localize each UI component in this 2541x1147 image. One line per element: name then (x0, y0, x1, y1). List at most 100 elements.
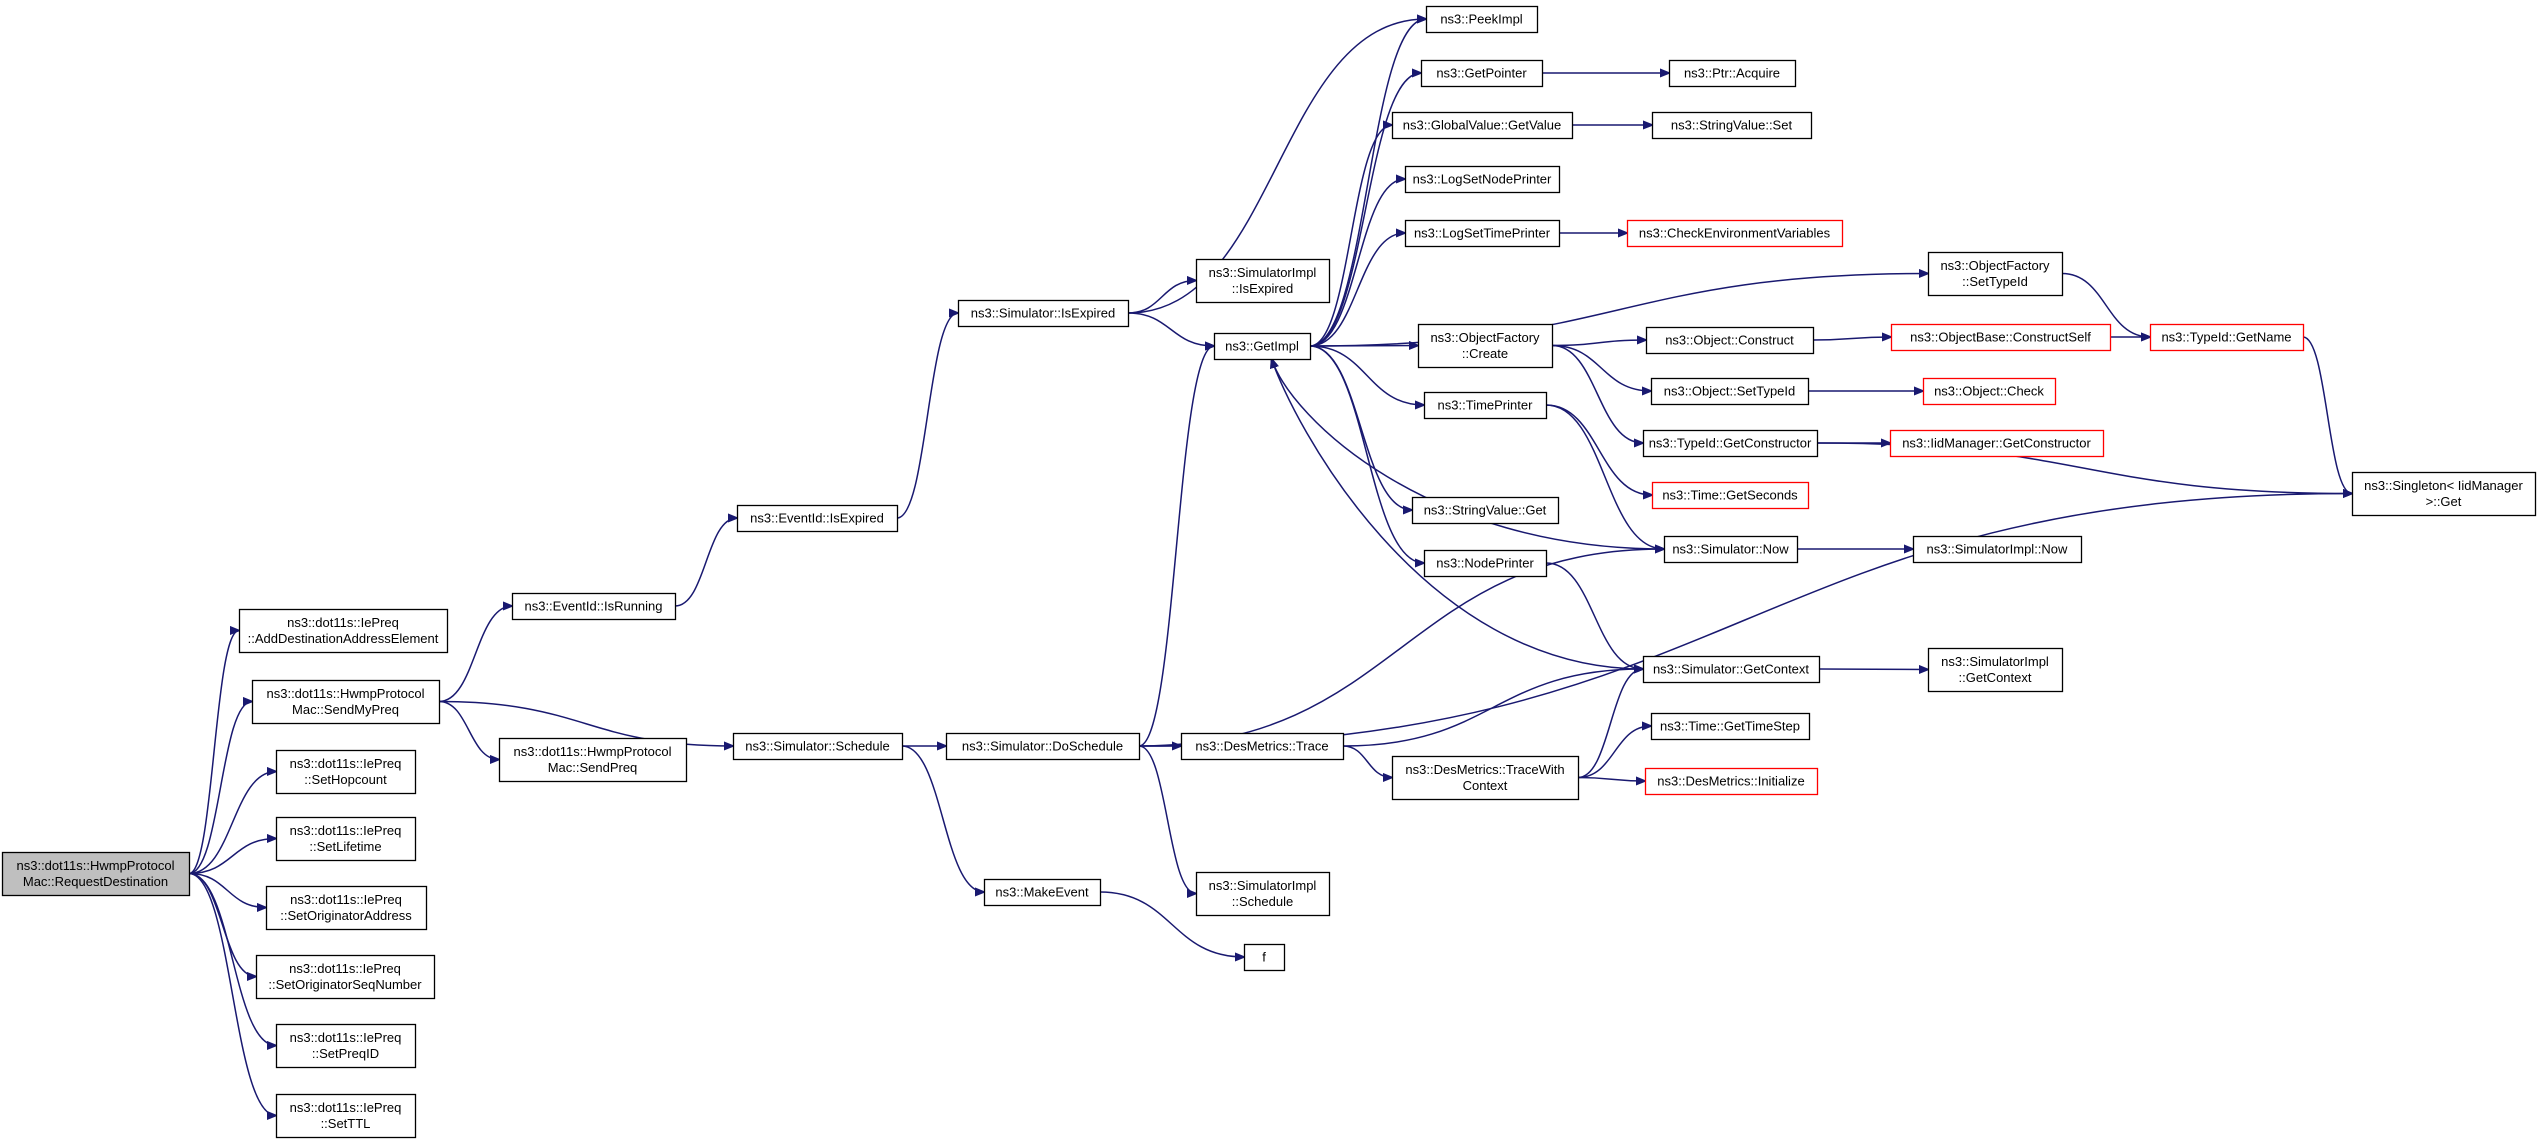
node-node-printer[interactable]: ns3::NodePrinter (1423, 549, 1548, 578)
node-box (1423, 391, 1548, 420)
node-set-hopcount[interactable]: ns3::dot11s::IePreq::SetHopcount (275, 749, 417, 795)
node-des-initialize[interactable]: ns3::DesMetrics::Initialize (1644, 767, 1819, 796)
node-sim-impl-is-expired[interactable]: ns3::SimulatorImpl::IsExpired (1195, 258, 1331, 304)
node-string-value-get[interactable]: ns3::StringValue::Get (1411, 496, 1560, 525)
node-label: ns3::SimulatorImpl::Now (1927, 542, 2068, 557)
node-label: ns3::ObjectFactory (1940, 258, 2050, 273)
node-box (255, 954, 436, 1000)
node-ptr-acquire[interactable]: ns3::Ptr::Acquire (1668, 59, 1797, 88)
node-iid-get-constructor[interactable]: ns3::IidManager::GetConstructor (1889, 429, 2105, 458)
node-time-get-time-step[interactable]: ns3::Time::GetTimeStep (1650, 712, 1811, 741)
edge-obj-factory-create-to-object-construct (1551, 340, 1646, 347)
node-label: ns3::GetImpl (1225, 339, 1299, 354)
node-is-running[interactable]: ns3::EventId::IsRunning (511, 592, 677, 621)
node-label: ns3::EventId::IsExpired (750, 511, 884, 526)
node-log-set-time-printer[interactable]: ns3::LogSetTimePrinter (1404, 219, 1561, 248)
node-label: ns3::ObjectBase::ConstructSelf (1910, 330, 2091, 345)
edge-trace-with-context-to-sim-get-context (1577, 669, 1643, 779)
edge-time-printer-to-time-get-seconds (1545, 404, 1652, 495)
node-label: ::Create (1462, 346, 1508, 361)
node-box (275, 816, 417, 862)
node-object-construct[interactable]: ns3::Object::Construct (1645, 326, 1815, 355)
node-box (1642, 429, 1819, 458)
edge-root-to-add-dest (188, 631, 239, 875)
edge-root-to-send-my-preq (188, 702, 252, 875)
node-add-dest[interactable]: ns3::dot11s::IePreq::AddDestinationAddre… (238, 608, 449, 654)
edge-do-schedule-to-sim-impl-schedule (1138, 745, 1196, 894)
node-event-is-expired[interactable]: ns3::EventId::IsExpired (736, 504, 899, 533)
node-label: ns3::Simulator::DoSchedule (962, 739, 1123, 754)
node-sim-now[interactable]: ns3::Simulator::Now (1663, 535, 1799, 564)
edge-des-trace-to-trace-with-context (1342, 745, 1392, 778)
node-set-orig-seq[interactable]: ns3::dot11s::IePreq::SetOriginatorSeqNum… (255, 954, 436, 1000)
node-sim-get-context[interactable]: ns3::Simulator::GetContext (1642, 655, 1821, 684)
node-label: ns3::Time::GetTimeStep (1660, 719, 1800, 734)
node-time-printer[interactable]: ns3::TimePrinter (1423, 391, 1548, 420)
node-string-value-set[interactable]: ns3::StringValue::Set (1651, 111, 1813, 140)
edge-get-impl-to-time-printer (1309, 345, 1424, 405)
node-do-schedule[interactable]: ns3::Simulator::DoSchedule (945, 732, 1141, 761)
node-label: ns3::Simulator::GetContext (1653, 662, 1809, 677)
node-label: ns3::Ptr::Acquire (1684, 66, 1780, 81)
node-sim-impl-schedule[interactable]: ns3::SimulatorImpl::Schedule (1195, 871, 1331, 917)
node-obj-factory-create[interactable]: ns3::ObjectFactory::Create (1417, 323, 1554, 369)
node-box (275, 1093, 417, 1139)
node-object-check[interactable]: ns3::Object::Check (1922, 377, 2057, 406)
node-label: ns3::dot11s::IePreq (290, 1100, 402, 1115)
node-box (251, 679, 441, 725)
edge-get-impl-to-node-printer (1309, 345, 1424, 563)
node-construct-self[interactable]: ns3::ObjectBase::ConstructSelf (1890, 323, 2112, 352)
node-label: ::Schedule (1232, 894, 1293, 909)
node-obj-factory-set-type-id[interactable]: ns3::ObjectFactory::SetTypeId (1927, 251, 2064, 297)
node-schedule[interactable]: ns3::Simulator::Schedule (732, 732, 904, 761)
node-des-trace[interactable]: ns3::DesMetrics::Trace (1180, 732, 1345, 761)
node-get-pointer[interactable]: ns3::GetPointer (1420, 59, 1544, 88)
node-sim-is-expired[interactable]: ns3::Simulator::IsExpired (957, 299, 1130, 328)
node-label: Context (1463, 778, 1508, 793)
edge-sim-is-expired-to-peek-impl (1127, 19, 1426, 314)
node-singleton-get[interactable]: ns3::Singleton< IidManager >::Get (2351, 471, 2537, 517)
node-type-id-get-name[interactable]: ns3::TypeId::GetName (2149, 323, 2305, 352)
node-label: ns3::Object::Check (1934, 384, 2044, 399)
edge-is-running-to-event-is-expired (674, 518, 737, 607)
node-label: ns3::dot11s::IePreq (290, 756, 402, 771)
node-log-set-node-printer[interactable]: ns3::LogSetNodePrinter (1404, 165, 1561, 194)
edge-get-impl-to-log-set-node-printer (1309, 179, 1405, 347)
node-set-preq-id[interactable]: ns3::dot11s::IePreq::SetPreqID (275, 1023, 417, 1069)
node-set-orig-addr[interactable]: ns3::dot11s::IePreq::SetOriginatorAddres… (265, 885, 428, 931)
node-label: ns3::MakeEvent (995, 885, 1089, 900)
node-sim-impl-now[interactable]: ns3::SimulatorImpl::Now (1912, 535, 2083, 564)
node-f[interactable]: f (1243, 943, 1286, 972)
node-label: >::Get (2426, 494, 2462, 509)
node-set-lifetime[interactable]: ns3::dot11s::IePreq::SetLifetime (275, 816, 417, 862)
node-set-ttl[interactable]: ns3::dot11s::IePreq::SetTTL (275, 1093, 417, 1139)
node-label: Mac::RequestDestination (23, 874, 168, 889)
node-global-get-value[interactable]: ns3::GlobalValue::GetValue (1391, 111, 1574, 140)
node-box (957, 299, 1130, 328)
node-box (1, 851, 191, 897)
node-label: ::SetTypeId (1962, 274, 2028, 289)
node-check-env-vars[interactable]: ns3::CheckEnvironmentVariables (1626, 219, 1844, 248)
node-make-event[interactable]: ns3::MakeEvent (983, 878, 1102, 907)
node-label: ::SetLifetime (309, 839, 381, 854)
edge-do-schedule-to-sim-now (1138, 549, 1664, 747)
node-label: ns3::TypeId::GetConstructor (1649, 436, 1812, 451)
node-box (1404, 219, 1561, 248)
node-peek-impl[interactable]: ns3::PeekImpl (1425, 5, 1539, 34)
node-get-impl[interactable]: ns3::GetImpl (1213, 332, 1312, 361)
node-sim-impl-get-context[interactable]: ns3::SimulatorImpl::GetContext (1927, 647, 2064, 693)
node-object-set-type-id[interactable]: ns3::Object::SetTypeId (1650, 377, 1810, 406)
node-label: ns3::Object::SetTypeId (1664, 384, 1796, 399)
node-type-id-get-constructor[interactable]: ns3::TypeId::GetConstructor (1642, 429, 1819, 458)
node-root[interactable]: ns3::dot11s::HwmpProtocolMac::RequestDes… (1, 851, 191, 897)
node-box (275, 749, 417, 795)
node-label: ns3::dot11s::HwmpProtocol (514, 744, 672, 759)
edges-layer (188, 19, 2352, 1116)
edge-do-schedule-to-singleton-get (1138, 494, 2352, 747)
node-time-get-seconds[interactable]: ns3::Time::GetSeconds (1651, 481, 1810, 510)
edge-root-to-set-lifetime (188, 839, 276, 875)
